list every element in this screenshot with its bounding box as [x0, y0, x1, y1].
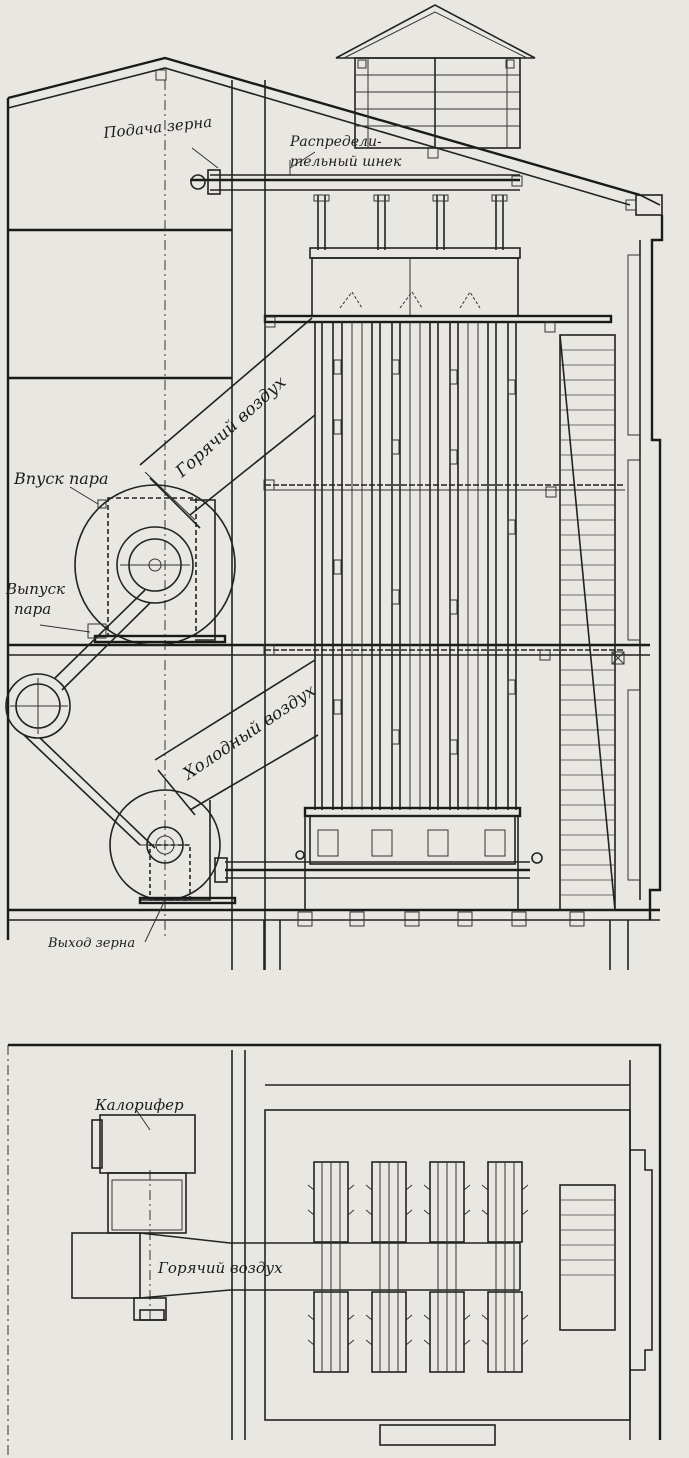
- lower-fan: [109, 789, 237, 905]
- steam-inlet-label: Впуск пара: [13, 469, 109, 488]
- upper-distributor: [263, 194, 613, 333]
- elevation-view: Подача зерна Распредели- тельный шнек Го…: [5, 4, 664, 1131]
- grain-feed-label: Подача зерна: [102, 113, 213, 142]
- upper-fan: [74, 484, 236, 646]
- distributing-screw-label-1: Распредели-: [289, 134, 382, 150]
- distributing-screw-label-2: тельный шнек: [290, 154, 402, 170]
- plan-view: Калорифер Горячий воздух: [7, 1043, 662, 1458]
- building-frame: [6, 80, 664, 970]
- hot-air-duct-upper: [139, 317, 316, 529]
- roof-cupola: [335, 4, 536, 149]
- belt-pulley: [5, 589, 156, 849]
- distributing-screw: [190, 160, 523, 195]
- hot-air-label-upper: Горячий воздух: [171, 372, 290, 482]
- heater-unit: [71, 1114, 196, 1299]
- lower-collector: [214, 806, 585, 927]
- steam-outlet-label-1: Выпуск: [5, 580, 65, 598]
- drying-columns: [263, 322, 625, 810]
- grain-outlet-label: Выход зерна: [47, 936, 135, 951]
- leader-lines: [39, 147, 316, 1131]
- cold-air-duct: [154, 659, 319, 816]
- heater-label: Калорифер: [94, 1096, 184, 1114]
- hot-air-label-lower: Горячий воздух: [157, 1259, 283, 1277]
- staircase-plan: [559, 1184, 616, 1331]
- hot-air-duct-plan: [133, 1232, 521, 1321]
- staircase: [559, 334, 616, 911]
- columns-plan: [307, 1161, 529, 1373]
- roof: [7, 56, 663, 216]
- steam-outlet-label-2: пара: [14, 600, 51, 618]
